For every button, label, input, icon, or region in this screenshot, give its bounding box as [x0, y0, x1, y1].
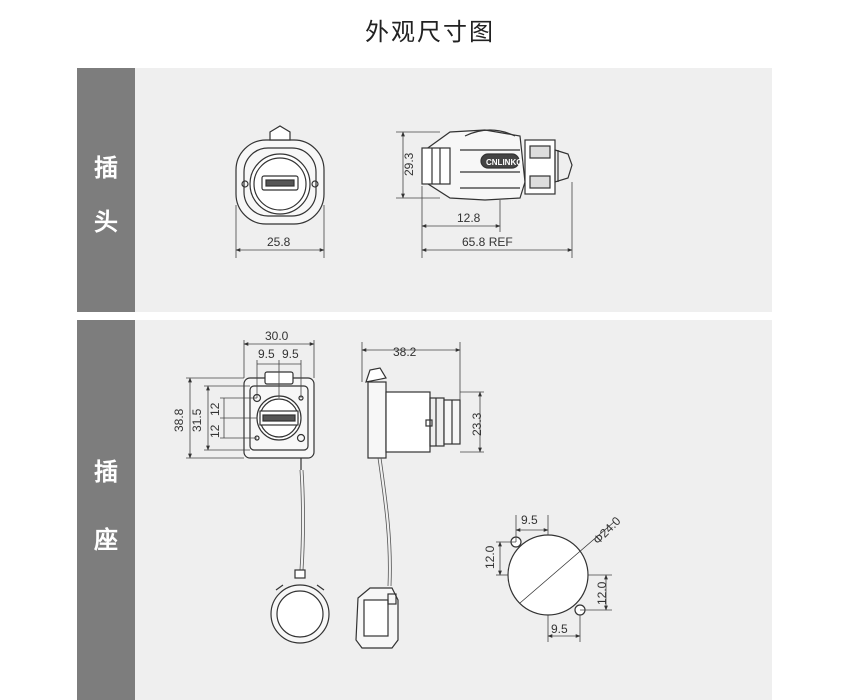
- page-title: 外观尺寸图: [365, 18, 495, 46]
- plug-front-view: [235, 125, 325, 225]
- socket-label-char-2: 座: [94, 526, 118, 554]
- plug-side-dims: [396, 131, 573, 258]
- panel-cutout-bottom-label: 9.5: [551, 622, 568, 636]
- socket-front-chain: [299, 469, 305, 571]
- plug-front-width-label: 25.8: [267, 235, 291, 249]
- panel-cutout-right-label: 12.0: [595, 581, 609, 605]
- socket-side-dust-cap: [355, 587, 399, 649]
- plug-label-char-1: 插: [94, 154, 118, 182]
- socket-front-dims: [186, 340, 315, 459]
- panel-cutout-dims: [496, 515, 612, 642]
- socket-front-half-left-label: 9.5: [258, 347, 275, 361]
- plug-label-bar: 插 头: [77, 68, 135, 312]
- socket-label-bar: 插 座: [77, 320, 135, 700]
- plug-side-height-label: 29.3: [402, 152, 416, 176]
- socket-front-height-outer-label: 38.8: [172, 408, 186, 432]
- socket-label-char-1: 插: [94, 458, 118, 486]
- socket-front-width-label: 30.0: [265, 329, 289, 343]
- socket-front-half-top-label: 12: [208, 402, 222, 416]
- panel-cutout-left-label: 12.0: [483, 545, 497, 569]
- panel-cutout-diameter-label: Φ24.0: [590, 514, 623, 547]
- brand-mark: CNLINKO: [486, 158, 522, 167]
- plug-front-width-dim: [235, 205, 325, 258]
- plug-label-char-2: 头: [94, 208, 118, 236]
- socket-front-dust-cap: [270, 569, 330, 644]
- socket-side-chain: [377, 457, 392, 587]
- plug-section: 插 头: [77, 68, 772, 312]
- socket-side-length-label: 38.2: [393, 345, 417, 359]
- socket-section: 插 座: [77, 320, 772, 700]
- socket-side-height-label: 23.3: [470, 412, 484, 436]
- plug-side-view: CNLINKO: [421, 129, 573, 201]
- socket-front-height-mid-label: 31.5: [190, 408, 204, 432]
- socket-side-view: [365, 367, 461, 459]
- socket-front-half-bottom-label: 12: [208, 424, 222, 438]
- panel-cutout-top-label: 9.5: [521, 513, 538, 527]
- socket-side-dims: [361, 342, 484, 453]
- plug-side-total-label: 65.8 REF: [462, 235, 513, 249]
- plug-side-partial-label: 12.8: [457, 211, 481, 225]
- socket-front-half-right-label: 9.5: [282, 347, 299, 361]
